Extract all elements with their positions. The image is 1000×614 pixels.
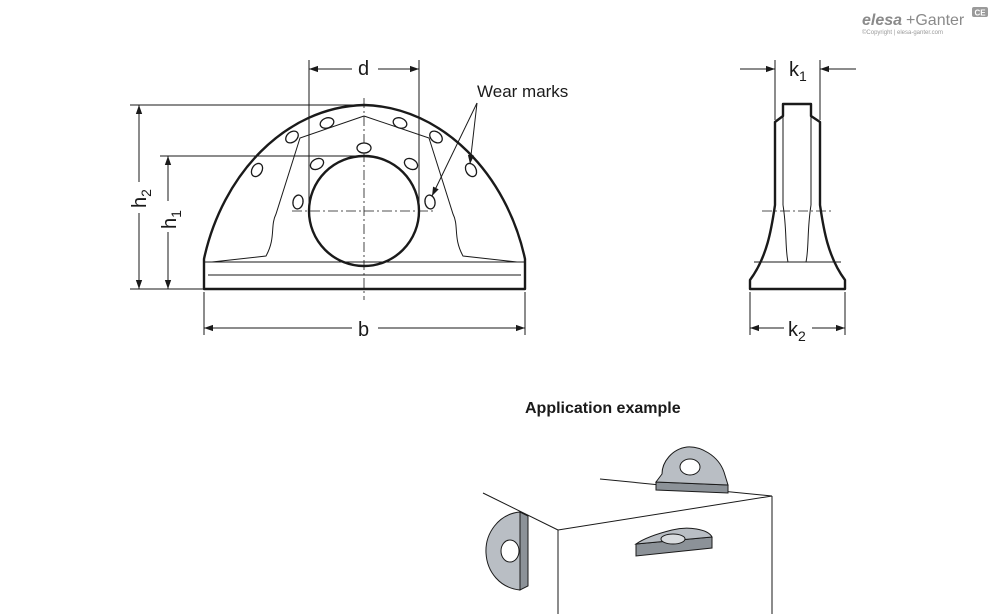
part-bore (500, 539, 520, 563)
dimension-k1: k1 (740, 59, 856, 120)
wear-mark (285, 130, 299, 144)
part-on-wall (485, 511, 529, 591)
wear-marks-leader (431, 102, 478, 197)
wear-marks-label: Wear marks (477, 82, 568, 101)
wear-mark (403, 157, 419, 171)
side-view-outline (748, 102, 847, 291)
wear-mark (356, 142, 372, 154)
brand-name-ganter: +Ganter (906, 12, 965, 29)
wear-mark (424, 194, 436, 210)
ce-badge-label: CE (975, 9, 987, 18)
part-on-front (634, 527, 713, 557)
wear-mark (319, 117, 335, 129)
part-on-top (655, 446, 729, 494)
part-base (519, 511, 529, 591)
side-inner-curve (782, 204, 789, 263)
dimension-k2: k2 (749, 292, 846, 344)
dimension-h2: h2 (129, 104, 364, 290)
wear-marks (250, 117, 478, 210)
dim-k1-label: k1 (789, 59, 807, 84)
inner-groove-left (211, 115, 365, 263)
part-bore (660, 533, 686, 545)
brand-name-elesa: elesa (862, 12, 902, 29)
wear-mark (392, 117, 408, 129)
ce-badge (972, 7, 988, 17)
side-inner-curve (805, 204, 812, 263)
dim-d-label: d (358, 58, 369, 80)
wear-mark (292, 194, 304, 210)
box-edge (482, 492, 559, 531)
wear-marks-leader (467, 102, 478, 165)
wear-mark (309, 157, 325, 171)
wear-mark (429, 130, 443, 144)
application-heading: Application example (525, 400, 681, 417)
inner-groove-right (363, 115, 518, 263)
wear-mark (464, 162, 478, 178)
brand-copyright: ©Copyright | elesa-ganter.com (862, 29, 943, 36)
dim-h1-label: h1 (159, 210, 184, 229)
dim-h2-label: h2 (129, 189, 154, 208)
part-bore (679, 458, 701, 476)
dimension-d: d (308, 58, 420, 211)
front-view-outline (202, 103, 527, 291)
wear-mark (250, 162, 264, 178)
box-edge (557, 495, 773, 531)
dim-k2-label: k2 (788, 319, 806, 344)
dim-b-label: b (358, 319, 369, 341)
side-view: k1 k2 (740, 59, 856, 344)
front-view: Wear marks d b h2 (129, 58, 568, 341)
dimension-b: b (203, 292, 526, 341)
application-example: Application example (482, 400, 773, 614)
dimension-h1: h1 (159, 155, 364, 289)
brand-logo: elesa +Ganter ©Copyright | elesa-ganter.… (862, 7, 988, 36)
